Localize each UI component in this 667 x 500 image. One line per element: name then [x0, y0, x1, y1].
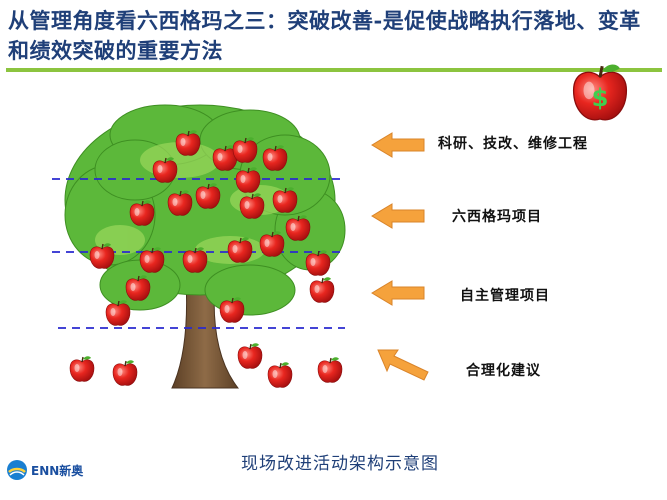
logo-mark-icon: [7, 460, 27, 480]
logo-text: ENN新奥: [31, 463, 84, 478]
level-label-suggestions: 合理化建议: [466, 363, 541, 379]
level-label-rd-projects: 科研、技改、维修工程: [438, 136, 588, 152]
level-label-six-sigma: 六西格玛项目: [452, 209, 542, 225]
svg-text:$: $: [592, 84, 609, 112]
tree-canopy: [64, 104, 346, 316]
arrow-left-icon: [371, 132, 425, 158]
level-label-self-management: 自主管理项目: [460, 288, 550, 304]
title-underline: [6, 68, 662, 72]
arrow-left-icon: [377, 349, 429, 381]
page-title: 从管理角度看六西格玛之三：突破改善-是促使战略执行落地、变革和绩效突破的重要方法: [8, 8, 641, 63]
diagram-caption: 现场改进活动架构示意图: [241, 454, 439, 474]
company-logo: ENN新奥: [6, 458, 83, 482]
apple-dollar-icon: $: [572, 63, 628, 122]
arrow-left-icon: [371, 280, 425, 306]
arrow-left-icon: [371, 203, 425, 229]
